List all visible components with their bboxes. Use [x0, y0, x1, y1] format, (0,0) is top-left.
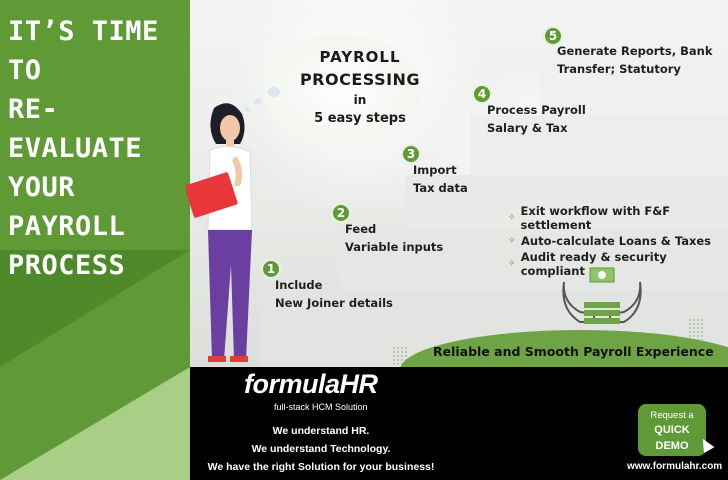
step-2-number: 2	[331, 203, 351, 223]
slogan-line: We understand HR.	[272, 425, 370, 437]
diamond-bullet-icon: ✧	[508, 258, 516, 269]
logo-main: formula	[244, 369, 340, 399]
title-line: in	[353, 93, 367, 107]
tagline: Reliable and Smooth Payroll Experience	[433, 344, 714, 359]
bottom-left-decoration	[0, 367, 190, 480]
feature-item: ✧ Exit workflow with F&F settlement	[508, 203, 728, 232]
logo-hr: HR	[339, 369, 379, 399]
money-hands-icon	[562, 267, 642, 324]
brand-subtitle: full-stack HCM Solution	[274, 402, 368, 412]
title-line: PAYROLL	[319, 48, 401, 66]
feature-item: ✧ Audit ready & security compliant	[508, 249, 728, 278]
decorative-triangle	[0, 250, 190, 367]
demo-request-label: Request a	[650, 410, 694, 421]
slogans: We understand HR. We understand Technolo…	[190, 422, 452, 476]
diamond-bullet-icon: ✧	[508, 235, 516, 246]
thought-bubble	[268, 87, 280, 97]
stair-step	[405, 175, 728, 230]
step-1-text: Include New Joiner details	[275, 278, 393, 310]
decorative-dots	[688, 318, 704, 340]
step-2-text: Feed Variable inputs	[345, 222, 444, 254]
step-3-text: Import Tax data	[413, 163, 468, 195]
title-line: PROCESSING	[299, 70, 421, 89]
stair-step	[340, 230, 728, 290]
title-backdrop	[262, 34, 422, 144]
title-line: 5 easy steps	[314, 111, 406, 126]
process-title: PAYROLL PROCESSING in 5 easy steps	[290, 48, 430, 126]
request-demo-button[interactable]: Request a QUICK DEMO	[638, 404, 706, 456]
step-5-number: 5	[543, 26, 563, 46]
step-5-text: Generate Reports, Bank Transfer; Statuto…	[557, 44, 713, 76]
step-4-number: 4	[472, 84, 492, 104]
website-link[interactable]: www.formulahr.com	[627, 461, 723, 472]
feature-list: ✧ Exit workflow with F&F settlement ✧ Au…	[508, 203, 728, 278]
stair-step	[540, 55, 728, 115]
headline: IT’S TIME TO RE-EVALUATE YOUR PAYROLL PR…	[8, 16, 159, 281]
feature-text: Audit ready & security compliant	[520, 249, 667, 278]
formulahr-logo: formulaHR	[244, 369, 378, 400]
slogan-line: We understand Technology.	[251, 443, 391, 455]
stair-step	[470, 115, 728, 175]
diamond-bullet-icon: ✧	[508, 212, 516, 223]
step-3-number: 3	[401, 144, 421, 164]
woman-illustration	[186, 103, 253, 362]
step-1-number: 1	[261, 259, 281, 279]
feature-text: Auto-calculate Loans & Taxes	[521, 233, 712, 248]
step-4-text: Process Payroll Salary & Tax	[487, 103, 586, 135]
thought-bubble	[245, 107, 250, 112]
feature-item: ✧ Auto-calculate Loans & Taxes	[508, 229, 728, 252]
slogan-line: We have the right Solution for your busi…	[207, 461, 435, 473]
decorative-triangle	[0, 367, 190, 480]
headline-panel: IT’S TIME TO RE-EVALUATE YOUR PAYROLL PR…	[0, 0, 190, 367]
thought-bubble	[254, 98, 262, 105]
demo-quick-label: QUICK	[654, 424, 690, 436]
demo-demo-label: DEMO	[655, 440, 689, 452]
feature-text: Exit workflow with F&F settlement	[520, 203, 671, 232]
